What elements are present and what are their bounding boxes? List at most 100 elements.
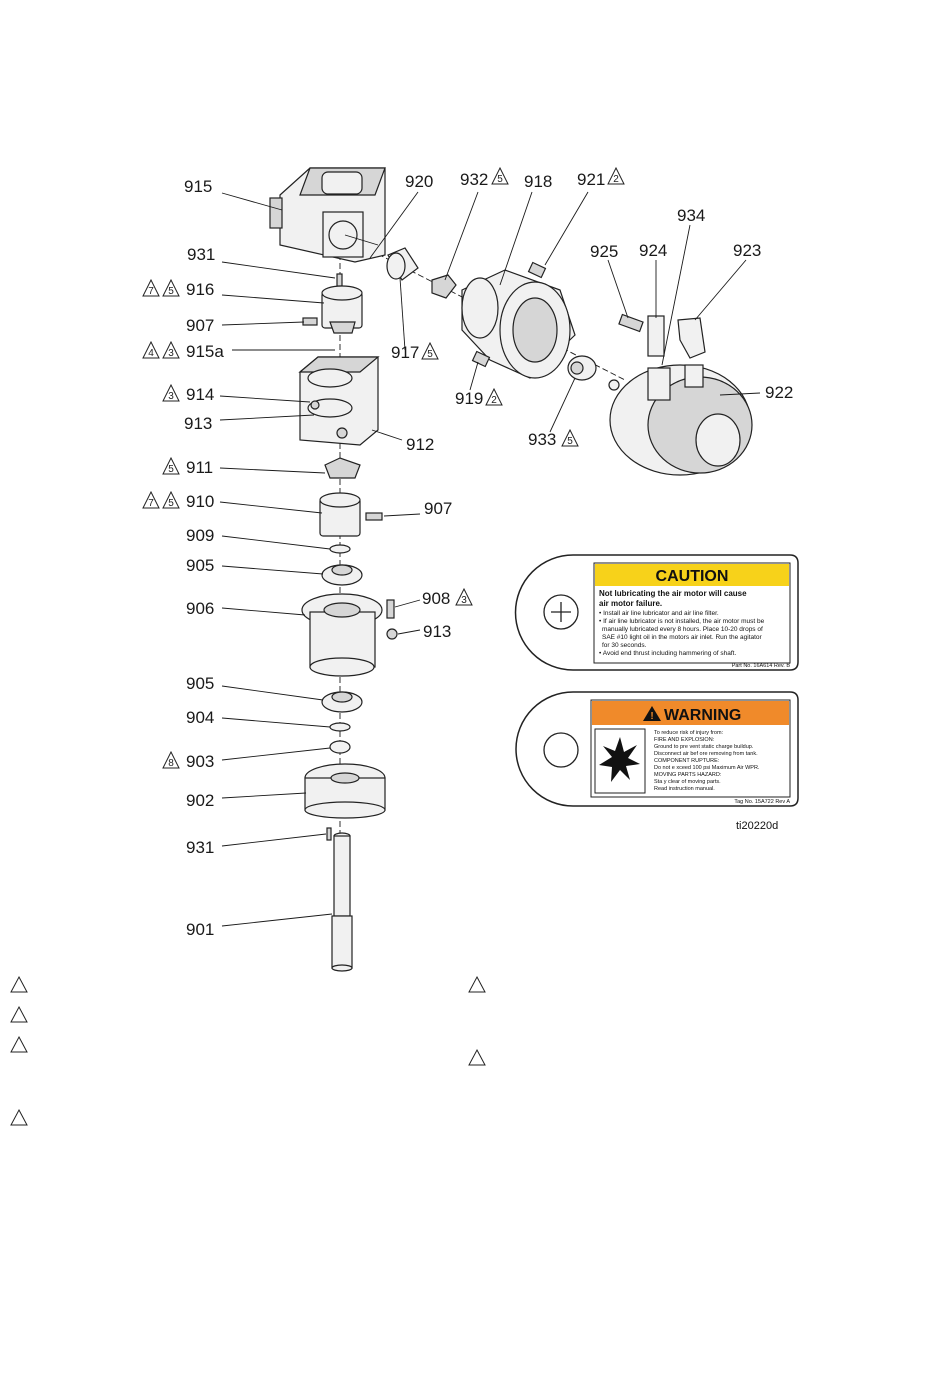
pin-931b bbox=[326, 827, 332, 841]
label-912: 912 bbox=[406, 435, 434, 454]
footnote-markers bbox=[10, 975, 486, 1126]
nut-913 bbox=[386, 628, 398, 640]
caution-bullet-1: • Install air line lubricator and air li… bbox=[599, 610, 719, 617]
shaft-901 bbox=[331, 832, 353, 972]
pin-931 bbox=[336, 273, 343, 287]
ring-904 bbox=[329, 722, 351, 732]
flag-911: 5 bbox=[168, 464, 174, 475]
label-910: 910 bbox=[186, 492, 214, 511]
caution-header: CAUTION bbox=[656, 568, 729, 585]
warning-mounting-hole bbox=[543, 732, 579, 768]
warning-header: WARNING bbox=[664, 707, 741, 724]
flag-921: 2 bbox=[613, 174, 619, 185]
caution-tag: CAUTION Not lubricating the air motor wi… bbox=[514, 554, 799, 671]
flag-915a-a: 4 bbox=[148, 348, 154, 359]
label-904: 904 bbox=[186, 708, 214, 727]
spider-932 bbox=[431, 274, 457, 299]
flag-910-a: 7 bbox=[148, 498, 154, 509]
label-914: 914 bbox=[186, 385, 214, 404]
label-918: 918 bbox=[524, 172, 552, 191]
flag-917: 5 bbox=[427, 349, 433, 360]
coupling-916 bbox=[321, 285, 363, 334]
warning-line-1: To reduce risk of injury from: bbox=[654, 730, 724, 736]
label-916: 916 bbox=[186, 280, 214, 299]
warning-line-3: Ground to pre vent static charge buildup… bbox=[654, 744, 754, 750]
label-905-bottom: 905 bbox=[186, 674, 214, 693]
label-902: 902 bbox=[186, 791, 214, 810]
flag-908: 3 bbox=[461, 595, 467, 606]
caution-bullet-5: for 30 seconds. bbox=[602, 642, 647, 649]
coupling-933 bbox=[567, 355, 597, 381]
reference-flags: 5 2 7 5 4 3 3 5 2 5 5 7 5 3 8 bbox=[142, 167, 625, 769]
footnote-marker-2 bbox=[10, 1005, 28, 1023]
label-911: 911 bbox=[186, 458, 213, 477]
label-931-top: 931 bbox=[187, 245, 215, 264]
label-933: 933 bbox=[528, 430, 556, 449]
label-925: 925 bbox=[590, 242, 618, 261]
caution-bullet-2: • If air line lubricator is not installe… bbox=[599, 618, 765, 625]
label-923: 923 bbox=[733, 241, 761, 260]
label-903: 903 bbox=[186, 752, 214, 771]
footnote-marker-4 bbox=[10, 1108, 28, 1126]
caution-bullet-6: • Avoid end thrust including hammering o… bbox=[599, 650, 736, 657]
label-917: 917 bbox=[391, 343, 419, 362]
label-921: 921 bbox=[577, 170, 605, 189]
coupling-910 bbox=[319, 492, 361, 537]
label-915a: 915a bbox=[186, 342, 224, 361]
warning-tag-number: Tag No. 15A722 Rev A bbox=[734, 799, 790, 805]
housing-912 bbox=[298, 356, 380, 446]
label-901: 901 bbox=[186, 920, 214, 939]
warning-triangle-icon: ! bbox=[643, 706, 661, 722]
label-908: 908 bbox=[422, 589, 450, 608]
screw-919 bbox=[471, 350, 491, 368]
leader-lines bbox=[219, 191, 761, 927]
warning-line-2: FIRE AND EXPLOSION: bbox=[654, 737, 715, 743]
gearbox-915 bbox=[269, 167, 386, 263]
label-924: 924 bbox=[639, 241, 667, 260]
housing-906 bbox=[301, 593, 383, 677]
spider-911 bbox=[324, 457, 361, 479]
bearing-905a bbox=[321, 564, 363, 586]
figure-id: ti20220d bbox=[736, 820, 778, 832]
caution-bullet-4: SAE #10 light oil in the motors air inle… bbox=[602, 634, 763, 641]
caution-headline-1: Not lubricating the air motor will cause bbox=[599, 589, 747, 598]
warning-line-8: Sta y clear of moving parts. bbox=[654, 779, 721, 785]
label-907-top: 907 bbox=[186, 316, 214, 335]
warning-line-9: Read instruction manual. bbox=[654, 786, 715, 792]
warning-tag: ! WARNING To reduce risk of injury from:… bbox=[515, 691, 799, 807]
flag-932: 5 bbox=[497, 174, 503, 185]
flag-919: 2 bbox=[491, 395, 497, 406]
bearing-905b bbox=[321, 691, 363, 713]
screw-908 bbox=[386, 599, 395, 619]
warning-header-bar bbox=[592, 701, 789, 725]
footnote-marker-1 bbox=[10, 975, 28, 993]
flag-910-b: 5 bbox=[168, 498, 174, 509]
bracket-918 bbox=[461, 269, 576, 379]
footnote-marker-6 bbox=[468, 1048, 486, 1066]
fittings-923-925 bbox=[618, 313, 706, 359]
label-907-right: 907 bbox=[424, 499, 452, 518]
label-934: 934 bbox=[677, 206, 705, 225]
pin-907 bbox=[302, 317, 318, 326]
coupling-917 bbox=[386, 247, 419, 281]
footnote-marker-5 bbox=[468, 975, 486, 993]
svg-text:!: ! bbox=[650, 711, 653, 722]
caution-header-bar bbox=[595, 564, 789, 586]
footnote-marker-3 bbox=[10, 1035, 28, 1053]
flag-915a-b: 3 bbox=[168, 348, 174, 359]
flag-903: 8 bbox=[168, 758, 174, 769]
label-913-top: 913 bbox=[184, 414, 212, 433]
ring-909 bbox=[329, 544, 351, 554]
warning-line-4: Disconnect air bef ore removing from tan… bbox=[654, 751, 758, 757]
air-motor-922 bbox=[608, 364, 753, 476]
label-931-bottom: 931 bbox=[186, 838, 214, 857]
part-labels: 915 920 932 918 921 931 916 907 915a 914… bbox=[184, 170, 793, 939]
label-909: 909 bbox=[186, 526, 214, 545]
label-919: 919 bbox=[455, 389, 483, 408]
flag-916-b: 5 bbox=[168, 286, 174, 297]
flag-933: 5 bbox=[567, 436, 573, 447]
label-915: 915 bbox=[184, 177, 212, 196]
label-913-right: 913 bbox=[423, 622, 451, 641]
label-920: 920 bbox=[405, 172, 433, 191]
